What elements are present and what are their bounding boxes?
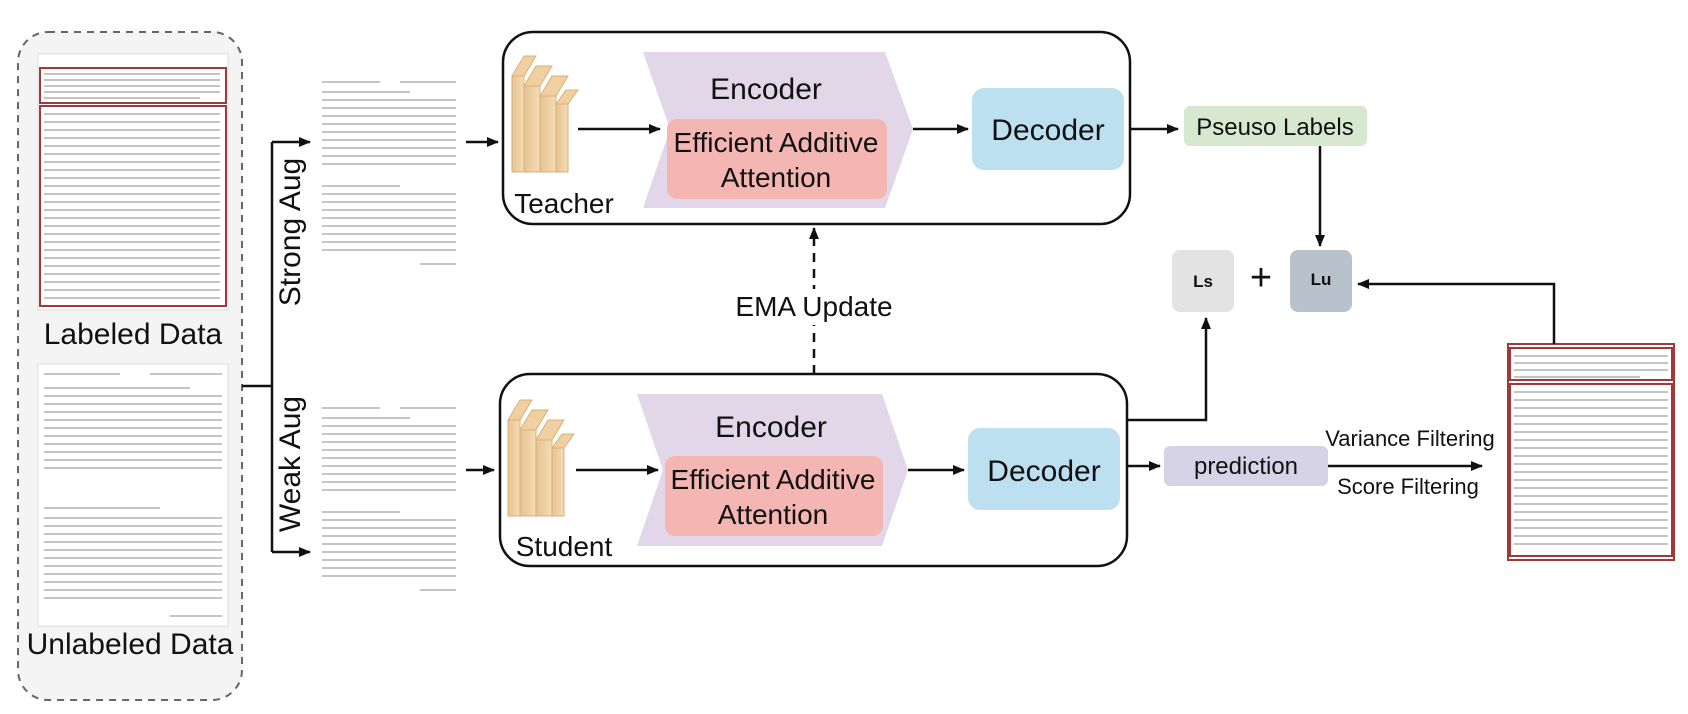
lu-box <box>1290 250 1352 312</box>
filtered-document <box>1507 343 1675 561</box>
student-model: Encoder Efficient Additive Attention Dec… <box>498 372 1129 568</box>
labeled-data-caption: Labeled Data <box>44 318 223 351</box>
teacher-name-label: Teacher <box>514 188 614 219</box>
weak-aug-document <box>320 402 458 598</box>
weak-aug-label: Weak Aug <box>274 396 307 532</box>
labeled-table-highlight <box>39 105 227 307</box>
student-name-label: Student <box>516 531 613 562</box>
pseudo-labels-label: Pseuso Labels <box>1196 114 1353 141</box>
ema-update: EMA Update <box>735 227 893 374</box>
teacher-model: Encoder Efficient Additive Attention Dec… <box>501 30 1132 226</box>
labeled-document-thumbnail <box>37 53 229 311</box>
student-attention-line1: Efficient Additive <box>671 464 876 495</box>
student-encoder-label: Encoder <box>715 411 827 444</box>
teacher-books-icon <box>511 55 579 173</box>
teacher-decoder-block <box>972 88 1124 170</box>
student-decoder-label: Decoder <box>987 455 1100 488</box>
data-panel: Labeled Data Unlabeled D <box>17 31 243 701</box>
filtered-table-highlight <box>1509 383 1673 557</box>
pseudo-labels-block <box>1184 106 1367 146</box>
prediction-block <box>1164 446 1328 486</box>
teacher-attention-line2: Attention <box>721 162 832 193</box>
filtered-abstract-highlight <box>1509 347 1673 381</box>
teacher-attention-line1: Efficient Additive <box>674 127 879 158</box>
teacher-decoder-label: Decoder <box>991 114 1104 147</box>
student-to-ls-arrow <box>1127 317 1211 422</box>
student-attention-line2: Attention <box>718 499 829 530</box>
student-books-icon <box>507 399 575 517</box>
ema-update-label: EMA Update <box>735 291 892 322</box>
teacher-attention-block <box>667 119 887 199</box>
score-filtering-label: Score Filtering <box>1337 474 1479 499</box>
strong-aug-label: Strong Aug <box>274 158 307 306</box>
student-decoder-block <box>968 428 1120 510</box>
labeled-abstract-highlight <box>39 67 227 104</box>
teacher-encoder-label: Encoder <box>710 73 822 106</box>
variance-filtering-label: Variance Filtering <box>1325 426 1495 451</box>
unlabeled-data-caption: Unlabeled Data <box>27 628 234 661</box>
ls-label: Ls <box>1193 272 1213 291</box>
prediction-label: prediction <box>1194 453 1298 480</box>
filtered-to-lu-arrow <box>1357 279 1556 344</box>
unlabeled-document-thumbnail <box>37 363 229 627</box>
student-attention-block <box>665 456 883 536</box>
lu-label: Lu <box>1311 270 1332 289</box>
strong-aug-document <box>320 76 458 272</box>
ls-box <box>1172 250 1234 312</box>
augmentation-branches: Strong Aug Weak Aug <box>242 137 311 557</box>
plus-sign: + <box>1250 257 1272 299</box>
